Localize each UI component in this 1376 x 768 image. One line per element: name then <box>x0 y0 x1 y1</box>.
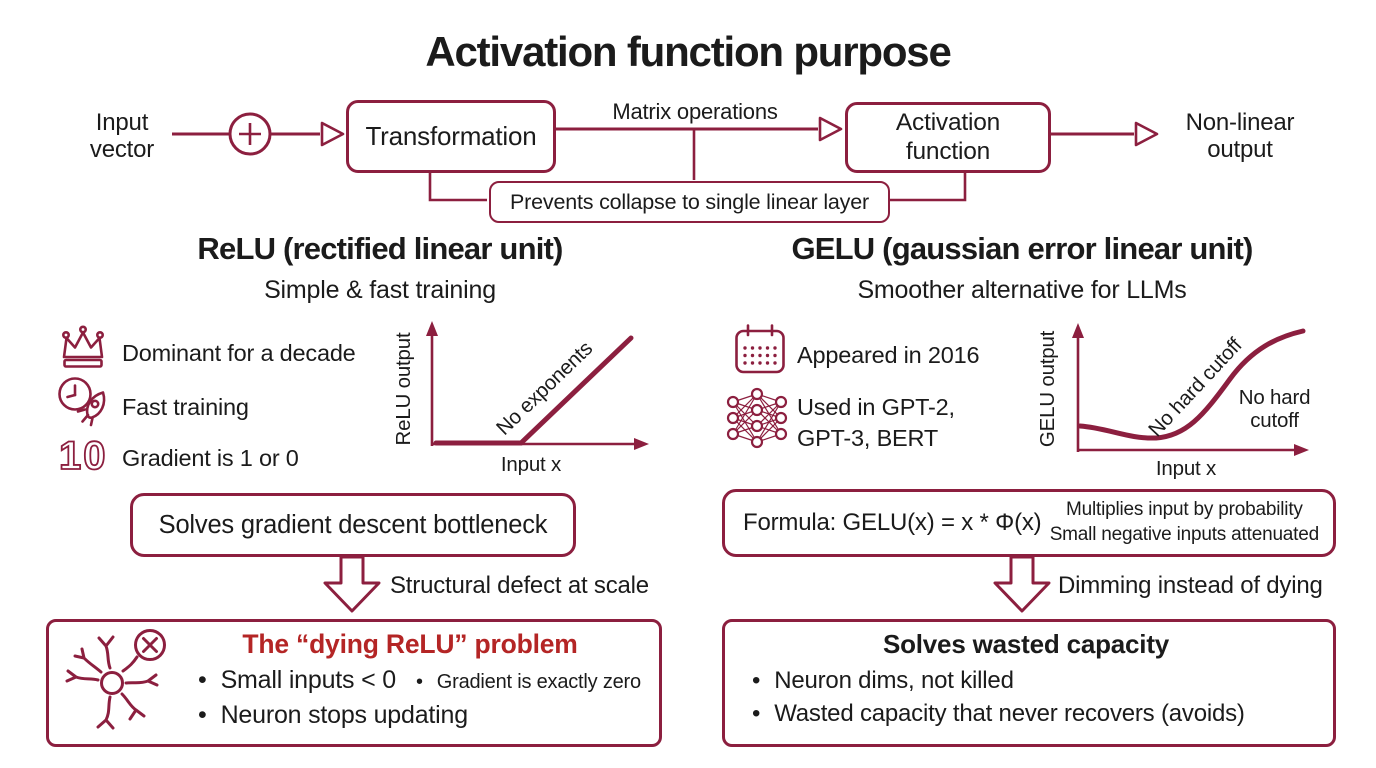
bullet-icon: • <box>752 700 761 727</box>
bullet-icon: • <box>415 671 423 693</box>
gelu-formula-note-1: Multiplies input by probability <box>1066 499 1303 521</box>
relu-heading: ReLU (rectified linear unit) <box>197 231 563 266</box>
gelu-feature-used-in: Used in GPT-2, GPT-3, BERT <box>797 392 955 453</box>
gelu-solves-bullet-2: Wasted capacity that never recovers (avo… <box>774 700 1245 727</box>
transformation-box: Transformation <box>346 100 556 173</box>
gelu-solves-title: Solves wasted capacity <box>882 629 1170 659</box>
svg-text:10: 10 <box>59 434 108 478</box>
relu-subheading: Simple & fast training <box>264 276 496 304</box>
relu-feature-dominant: Dominant for a decade <box>122 340 356 366</box>
relu-solves-box: Solves gradient descent bottleneck <box>130 493 576 557</box>
down-block-arrow-icon <box>323 555 381 613</box>
arrowhead-icon <box>1134 121 1159 147</box>
arrowhead-icon <box>320 121 345 147</box>
activation-function-box: Activation function <box>845 102 1051 173</box>
bullet-icon: • <box>752 667 761 694</box>
flow-input-label: Input vector <box>89 109 155 163</box>
rocket-clock-icon <box>58 377 106 427</box>
gelu-feature-appeared: Appeared in 2016 <box>797 342 980 368</box>
relu-arrow-caption: Structural defect at scale <box>390 572 649 599</box>
gelu-y-axis-label: GELU output <box>1036 330 1059 447</box>
gelu-side-annotation: No hard cutoff <box>1238 386 1311 433</box>
flow-connectors <box>172 112 1159 202</box>
one-zero-icon: 10 <box>58 433 108 478</box>
relu-chart: ReLU output Input x No exponents <box>392 321 649 476</box>
gelu-solves-box <box>722 619 1336 747</box>
relu-curve <box>433 335 634 446</box>
relu-problem-bullet-row-2: • Neuron stops updating <box>198 701 468 730</box>
flow-output-label: Non-linear output <box>1185 109 1295 163</box>
down-block-arrow-icon <box>993 555 1051 613</box>
gelu-formula-box: Formula: GELU(x) = x * Φ(x) Multiplies i… <box>722 489 1336 557</box>
gelu-x-axis-label: Input x <box>1156 457 1217 480</box>
crown-icon <box>62 325 104 368</box>
relu-problem-title: The “dying ReLU” problem <box>242 629 578 659</box>
gelu-solves-bullet-1: Neuron dims, not killed <box>774 667 1014 694</box>
relu-problem-bullet-1: Small inputs < 0 <box>220 666 397 694</box>
calendar-icon <box>735 324 785 374</box>
bullet-icon: • <box>198 666 207 694</box>
relu-problem-bullet-2: Neuron stops updating <box>220 701 469 729</box>
gelu-subheading: Smoother alternative for LLMs <box>857 276 1187 304</box>
relu-problem-bullet-1-note: Gradient is exactly zero <box>436 671 641 693</box>
relu-feature-fast: Fast training <box>122 394 249 420</box>
bullet-icon: • <box>198 701 207 729</box>
neural-network-icon <box>726 387 788 449</box>
matrix-operations-label: Matrix operations <box>612 99 778 124</box>
gelu-heading: GELU (gaussian error linear unit) <box>791 231 1253 266</box>
gelu-formula-note-2: Small negative inputs attenuated <box>1049 524 1319 545</box>
gelu-formula-text: Formula: GELU(x) = x * Φ(x) <box>743 509 1042 536</box>
relu-x-axis-label: Input x <box>501 453 562 476</box>
relu-feature-gradient: Gradient is 1 or 0 <box>122 445 299 471</box>
relu-problem-bullet-row-1: • Small inputs < 0 • Gradient is exactly… <box>198 666 641 695</box>
gelu-arrow-caption: Dimming instead of dying <box>1058 572 1323 599</box>
dead-neuron-icon <box>65 629 166 730</box>
relu-y-axis-label: ReLU output <box>392 332 415 445</box>
page-title: Activation function purpose <box>425 28 951 75</box>
gelu-formula-notes: Multiplies input by probability Small ne… <box>1050 498 1333 547</box>
gelu-feature-used-in-line-2: GPT-3, BERT <box>797 424 939 451</box>
prevents-collapse-box: Prevents collapse to single linear layer <box>489 181 890 223</box>
plus-circle-icon <box>228 112 272 156</box>
gelu-solves-bullet-row-2: • Wasted capacity that never recovers (a… <box>752 700 1245 728</box>
arrowhead-icon <box>818 116 843 142</box>
relu-problem-box <box>46 619 662 747</box>
gelu-curve <box>1077 328 1306 441</box>
gelu-feature-used-in-line-1: Used in GPT-2, <box>797 394 955 420</box>
gelu-solves-bullet-row-1: • Neuron dims, not killed <box>752 667 1014 695</box>
